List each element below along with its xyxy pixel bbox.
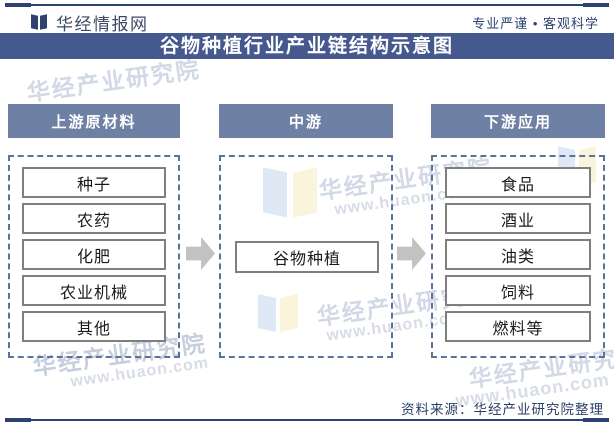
item-food: 食品	[445, 167, 591, 198]
item-fertilizer: 化肥	[22, 239, 166, 270]
page-title: 谷物种植行业产业链结构示意图	[0, 33, 614, 59]
top-border-right-cap	[583, 3, 609, 7]
top-border-line	[5, 4, 609, 6]
item-oils: 油类	[445, 239, 591, 270]
top-border-left-cap	[5, 3, 31, 7]
item-fuel: 燃料等	[445, 311, 591, 342]
bottom-border-line	[5, 419, 609, 421]
bottom-border-left-cap	[5, 418, 31, 422]
item-other: 其他	[22, 311, 166, 342]
column-header-upstream: 上游原材料	[8, 104, 180, 138]
column-header-midstream: 中游	[219, 104, 393, 138]
brand-header: 华经情报网	[30, 10, 149, 35]
midstream-container: 谷物种植	[219, 155, 393, 358]
item-liquor: 酒业	[445, 203, 591, 234]
item-agri-machinery: 农业机械	[22, 275, 166, 306]
right-arrow-icon	[186, 237, 215, 270]
upstream-container: 种子 农药 化肥 农业机械 其他	[8, 155, 180, 358]
brand-name: 华经情报网	[56, 15, 149, 34]
downstream-container: 食品 酒业 油类 饲料 燃料等	[431, 155, 605, 358]
item-seed: 种子	[22, 167, 166, 198]
item-pesticide: 农药	[22, 203, 166, 234]
column-header-downstream: 下游应用	[431, 104, 605, 138]
slogan-text: 专业严谨 • 客观科学	[472, 16, 599, 31]
right-arrow-icon	[397, 237, 426, 270]
downstream-items: 食品 酒业 油类 饲料 燃料等	[445, 167, 591, 342]
item-grain-planting: 谷物种植	[235, 240, 379, 273]
bottom-border-right-cap	[583, 418, 609, 422]
source-note: 资料来源：华经产业研究院整理	[401, 402, 604, 417]
upstream-items: 种子 农药 化肥 农业机械 其他	[22, 167, 166, 342]
item-feed: 饲料	[445, 275, 591, 306]
book-logo-icon	[30, 14, 48, 31]
